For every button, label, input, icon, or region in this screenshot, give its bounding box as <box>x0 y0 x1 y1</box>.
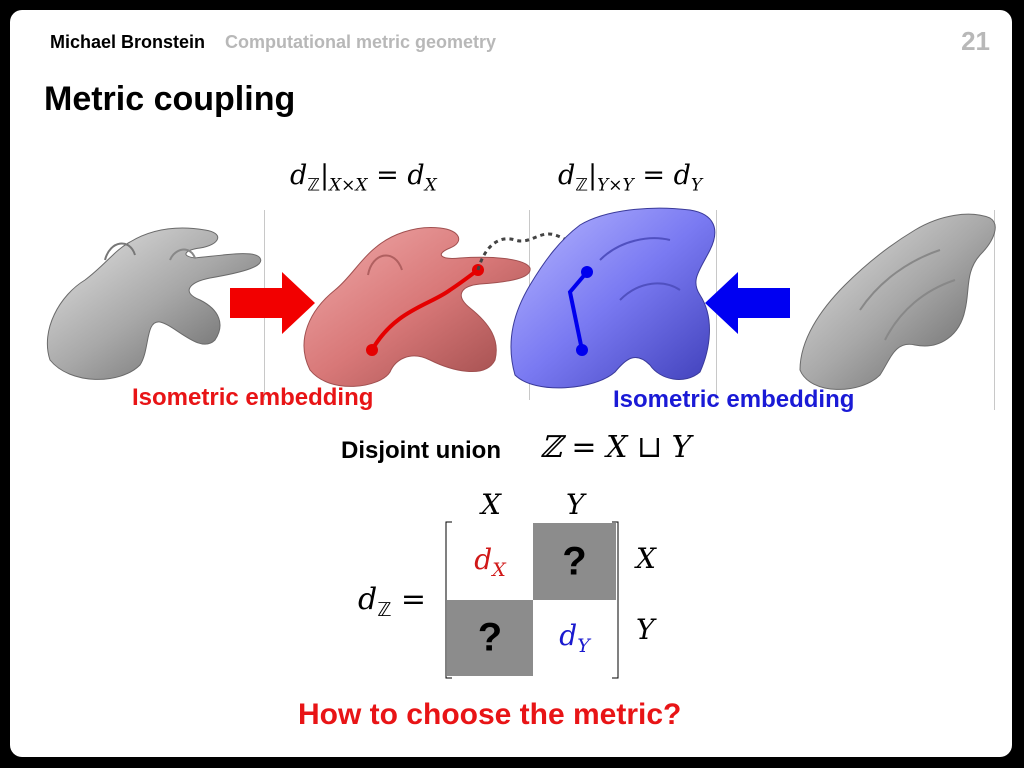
matrix-col-label-y: Y <box>566 488 585 521</box>
right-arrow-icon <box>230 272 315 334</box>
coupling-dotted-line <box>476 232 592 271</box>
disjoint-union-label: Disjoint union <box>341 437 501 464</box>
slide-number: 21 <box>961 26 990 56</box>
matrix-brackets <box>445 521 619 679</box>
panel-divider <box>994 210 995 410</box>
equation-left: dℤ|X×X = dX <box>290 160 437 196</box>
disjoint-union-formula: ℤ = X ⊔ Y <box>540 430 692 465</box>
isometric-embedding-left: Isometric embedding <box>132 384 374 411</box>
isometric-embedding-right: Isometric embedding <box>613 386 855 413</box>
hand-gray-left <box>46 227 262 380</box>
hands-illustration <box>46 207 996 390</box>
course-title: Computational metric geometry <box>225 32 497 52</box>
hand-gray-right <box>799 213 996 390</box>
author-name: Michael Bronstein <box>50 32 206 52</box>
matrix-cell-dy: dY <box>559 619 590 657</box>
matrix-lhs: dℤ = <box>358 582 427 621</box>
matrix-row-label-x: X <box>636 542 656 575</box>
left-arrow-icon <box>705 272 790 334</box>
hand-red <box>303 226 531 387</box>
matrix-cell-unknown-yx: ? <box>447 600 533 676</box>
hand-blue <box>510 207 716 389</box>
matrix-cell-unknown-xy: ? <box>533 523 616 600</box>
slide-title: Metric coupling <box>44 80 296 118</box>
slide: Michael Bronstein Computational metric g… <box>10 10 1012 757</box>
matrix-row-label-y: Y <box>636 613 655 646</box>
equation-right: dℤ|Y×Y = dY <box>558 160 703 196</box>
matrix-cell-dx: dX <box>474 542 506 581</box>
matrix-col-label-x: X <box>481 488 501 521</box>
question-text: How to choose the metric? <box>298 698 682 731</box>
